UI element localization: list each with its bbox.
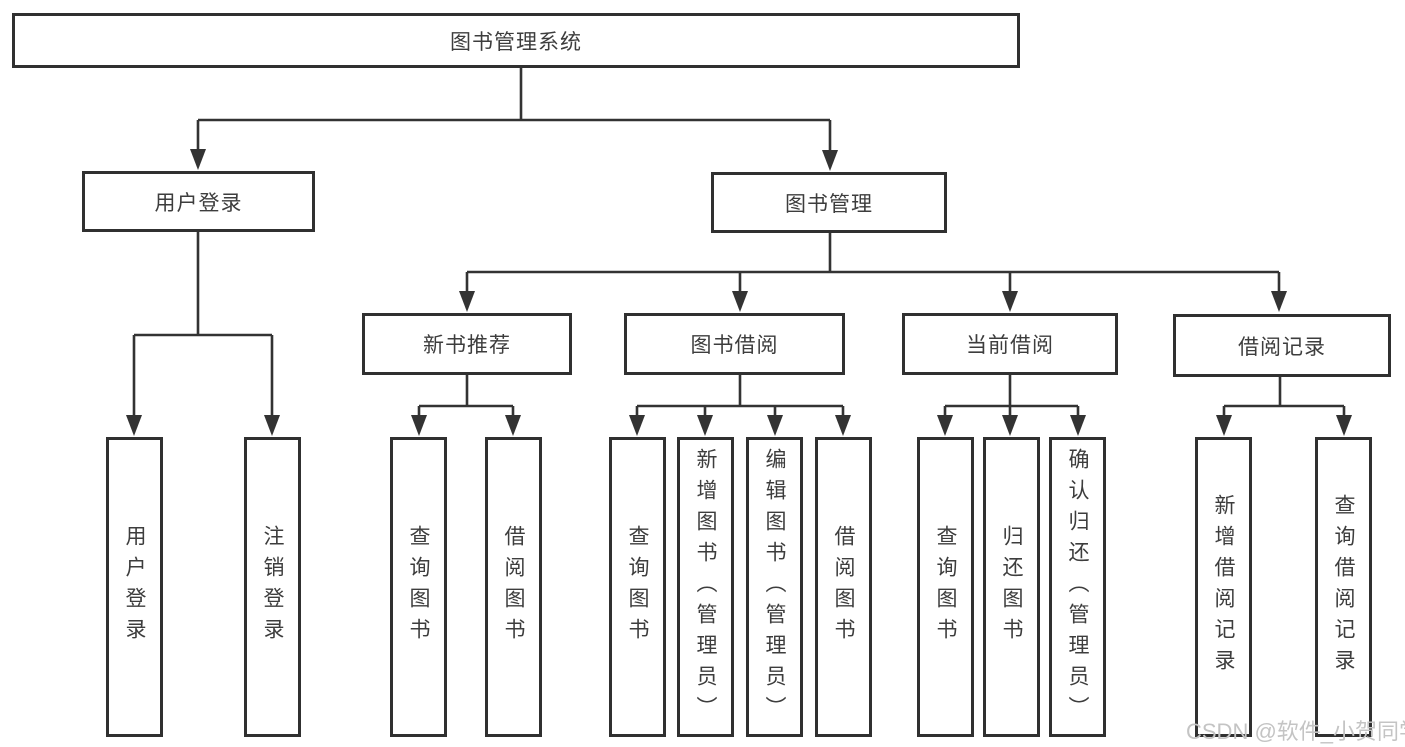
connector-borrow-record bbox=[1222, 377, 1346, 418]
leaf-add-book-admin: 新增图书（管理员） bbox=[677, 437, 734, 737]
node-book-borrow-label: 图书借阅 bbox=[690, 334, 779, 357]
leaf-add-borrow-record-label: 新增借阅记录 bbox=[1212, 494, 1235, 680]
leaf-add-borrow-record: 新增借阅记录 bbox=[1195, 437, 1252, 737]
leaf-edit-book-admin-label: 编辑图书（管理员） bbox=[763, 447, 786, 727]
leaf-query-book-2-label: 查询图书 bbox=[626, 525, 649, 649]
node-user-login: 用户登录 bbox=[82, 171, 315, 232]
node-borrow-record: 借阅记录 bbox=[1173, 314, 1391, 377]
node-current-borrow: 当前借阅 bbox=[902, 313, 1118, 375]
leaf-return-book-label: 归还图书 bbox=[1000, 525, 1023, 649]
connector-current-borrow bbox=[943, 375, 1080, 418]
leaf-query-book-1-label: 查询图书 bbox=[407, 525, 430, 649]
leaf-query-borrow-record: 查询借阅记录 bbox=[1315, 437, 1372, 737]
leaf-user-login-label: 用户登录 bbox=[123, 525, 146, 649]
connector-book-mgmt bbox=[465, 233, 1281, 294]
node-user-login-label: 用户登录 bbox=[154, 191, 243, 215]
leaf-confirm-return-admin-label: 确认归还（管理员） bbox=[1066, 447, 1089, 727]
node-current-borrow-label: 当前借阅 bbox=[966, 334, 1054, 357]
leaf-add-book-admin-label: 新增图书（管理员） bbox=[694, 447, 717, 727]
node-book-borrow: 图书借阅 bbox=[624, 313, 845, 375]
leaf-borrow-book-2: 借阅图书 bbox=[815, 437, 872, 737]
leaf-confirm-return-admin: 确认归还（管理员） bbox=[1049, 437, 1106, 737]
connector-root bbox=[196, 68, 832, 153]
leaf-borrow-book-1-label: 借阅图书 bbox=[502, 525, 525, 649]
node-root-label: 图书管理系统 bbox=[450, 30, 582, 54]
leaf-query-book-1: 查询图书 bbox=[390, 437, 447, 737]
node-book-management-label: 图书管理 bbox=[785, 192, 873, 216]
connector-book-borrow bbox=[635, 375, 845, 418]
node-book-management: 图书管理 bbox=[711, 172, 947, 233]
leaf-return-book: 归还图书 bbox=[983, 437, 1040, 737]
connector-new-book-rec bbox=[417, 375, 515, 418]
node-borrow-record-label: 借阅记录 bbox=[1238, 335, 1326, 359]
connector-user-login bbox=[132, 232, 274, 418]
node-root: 图书管理系统 bbox=[12, 13, 1020, 68]
node-new-book-recommend: 新书推荐 bbox=[362, 313, 572, 375]
leaf-logout: 注销登录 bbox=[244, 437, 301, 737]
leaf-query-borrow-record-label: 查询借阅记录 bbox=[1332, 494, 1355, 680]
leaf-query-book-2: 查询图书 bbox=[609, 437, 666, 737]
leaf-query-book-3-label: 查询图书 bbox=[934, 525, 957, 649]
leaf-query-book-3: 查询图书 bbox=[917, 437, 974, 737]
leaf-edit-book-admin: 编辑图书（管理员） bbox=[746, 437, 803, 737]
csdn-watermark: CSDN @软件_小贺同学 bbox=[1186, 719, 1405, 744]
leaf-logout-label: 注销登录 bbox=[261, 525, 284, 649]
leaf-user-login: 用户登录 bbox=[106, 437, 163, 737]
leaf-borrow-book-1: 借阅图书 bbox=[485, 437, 542, 737]
node-new-book-recommend-label: 新书推荐 bbox=[423, 334, 511, 357]
leaf-borrow-book-2-label: 借阅图书 bbox=[832, 525, 855, 649]
arrowheads bbox=[126, 149, 1352, 436]
